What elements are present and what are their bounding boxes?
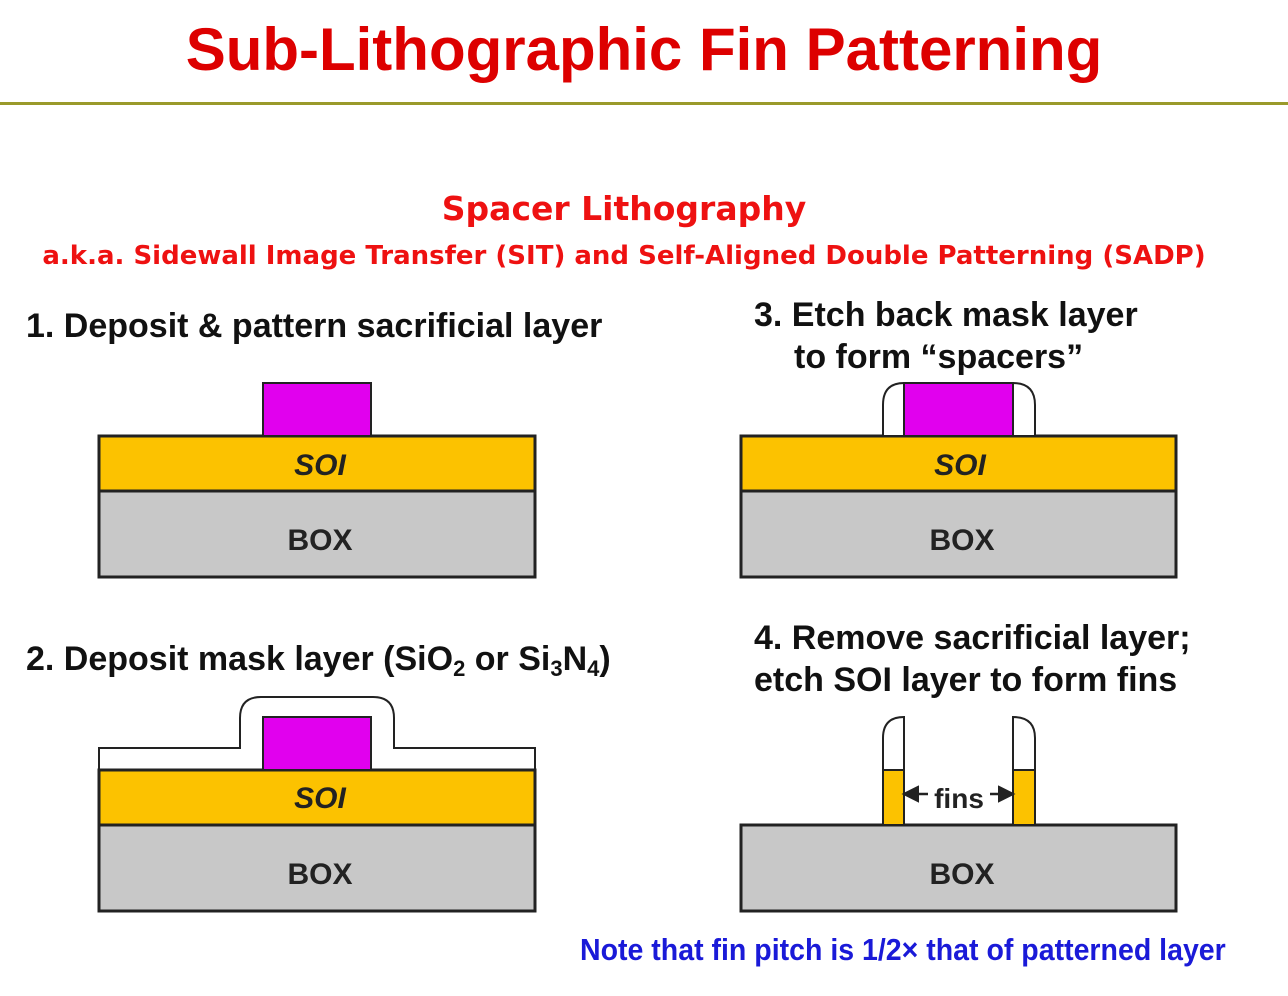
- step4-line2: etch SOI layer to form fins: [754, 661, 1178, 699]
- soi-label-2: SOI: [294, 782, 346, 815]
- box-layer-3: [739, 489, 1178, 579]
- soi-layer-3: [739, 434, 1178, 493]
- diagram-step2: SOI BOX: [97, 696, 537, 913]
- step2-mid2: N: [562, 640, 588, 678]
- step2-suffix: ): [599, 640, 611, 678]
- spacer-left-4: [882, 715, 905, 771]
- subtitle-aka: a.k.a. Sidewall Image Transfer (SIT) and…: [42, 241, 1206, 271]
- sacrificial-block-3: [903, 382, 1014, 437]
- step2-mid: or Si: [465, 640, 551, 678]
- spacer-left-3: [882, 381, 905, 437]
- fins-label: fins: [934, 783, 984, 814]
- fin-left-4: [882, 769, 905, 826]
- step4-caption: 4. Remove sacrificial layer; etch SOI la…: [754, 617, 1191, 701]
- step3-line1: 3. Etch back mask layer: [754, 296, 1138, 334]
- step2-prefix: 2. Deposit mask layer (SiO: [26, 640, 454, 678]
- step3-caption: 3. Etch back mask layer to form “spacers…: [754, 294, 1138, 378]
- step2-caption: 2. Deposit mask layer (SiO2 or Si3N4): [26, 638, 611, 680]
- soi-label-1: SOI: [294, 449, 346, 482]
- slide-title: Sub-Lithographic Fin Patterning: [185, 16, 1103, 83]
- sacrificial-block-2: [262, 716, 372, 771]
- fin-right-4: [1012, 769, 1036, 826]
- sacrificial-block-1: [262, 382, 372, 437]
- diagram-step4: fins BOX: [739, 715, 1178, 913]
- diagram-step3: SOI BOX: [739, 381, 1178, 579]
- step3-line2: to form “spacers”: [794, 338, 1084, 376]
- box-label-1: BOX: [287, 524, 352, 557]
- title-rule: [0, 102, 1288, 105]
- step2-sub2: 3: [550, 656, 563, 681]
- step4-line1: 4. Remove sacrificial layer;: [754, 619, 1191, 657]
- spacer-right-3: [1012, 381, 1036, 437]
- step1-text: 1. Deposit & pattern sacrificial layer: [26, 307, 603, 345]
- box-label-2: BOX: [287, 858, 352, 891]
- fin-pitch-note: Note that fin pitch is 1/2× that of patt…: [580, 932, 1226, 967]
- diagram-step1: SOI BOX: [97, 382, 537, 579]
- step2-sub1: 2: [453, 656, 466, 681]
- soi-label-3: SOI: [934, 449, 986, 482]
- box-layer-2: [97, 823, 537, 913]
- box-label-4: BOX: [929, 858, 994, 891]
- box-layer-4: [739, 823, 1178, 913]
- spacer-right-4: [1012, 715, 1036, 771]
- step1-caption: 1. Deposit & pattern sacrificial layer: [26, 305, 602, 347]
- step2-sub3: 4: [587, 656, 600, 681]
- box-label-3: BOX: [929, 524, 994, 557]
- box-layer-1: [97, 489, 537, 579]
- subtitle-main: Spacer Lithography: [441, 189, 807, 228]
